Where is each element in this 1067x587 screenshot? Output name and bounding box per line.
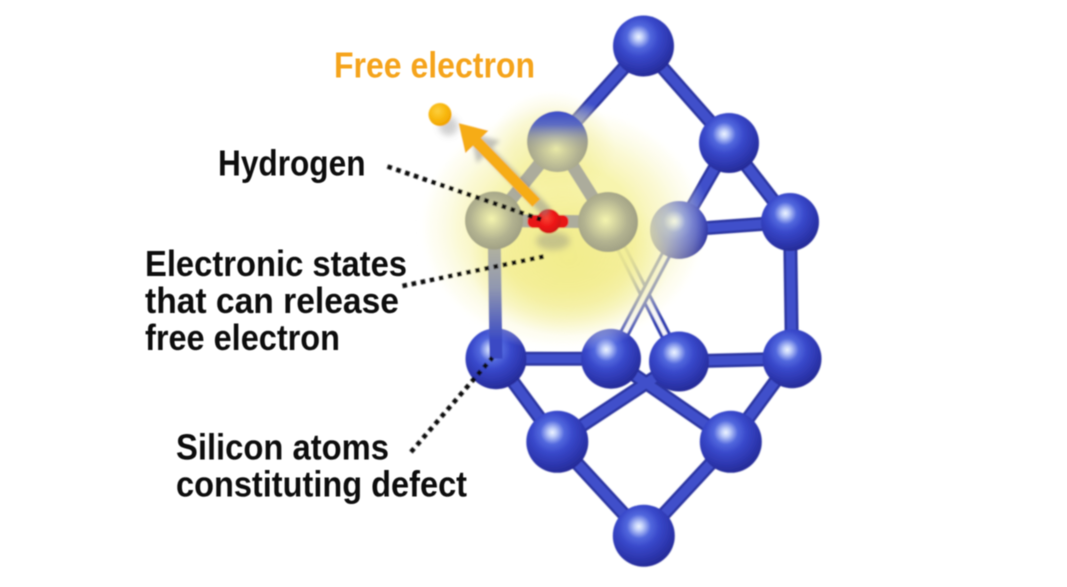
svg-text:free electron: free electron: [145, 317, 340, 358]
svg-text:Free electron: Free electron: [334, 45, 535, 86]
svg-text:Silicon atoms: Silicon atoms: [176, 427, 389, 468]
svg-text:Electronic states: Electronic states: [145, 243, 407, 284]
svg-text:that can release: that can release: [145, 280, 399, 321]
svg-text:constituting defect: constituting defect: [176, 463, 467, 504]
svg-text:Hydrogen: Hydrogen: [218, 142, 366, 183]
